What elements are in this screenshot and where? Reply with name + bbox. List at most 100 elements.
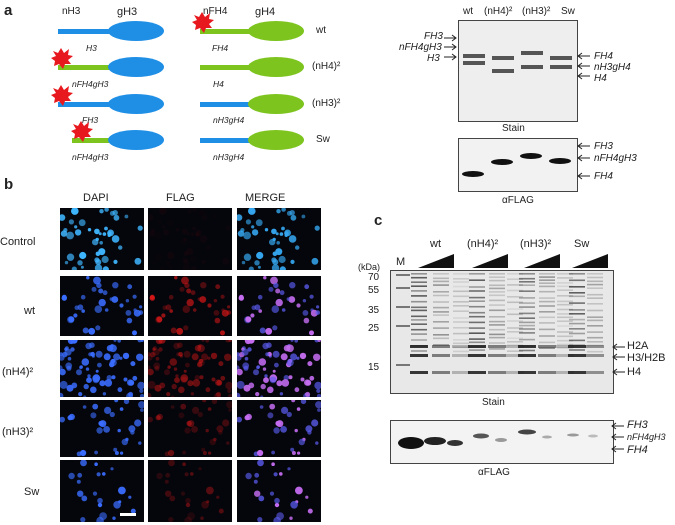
nucleus: [180, 376, 188, 384]
nucleus: [256, 251, 264, 260]
nucleus: [281, 208, 286, 212]
nucleus: [187, 241, 191, 245]
nucleus: [218, 361, 224, 367]
band: [469, 296, 485, 299]
nucleus: [300, 400, 307, 405]
condition-label: Sw: [316, 134, 330, 145]
nucleus: [153, 346, 157, 351]
nucleus: [154, 365, 160, 371]
wedge-icon: [472, 254, 508, 268]
nucleus: [199, 235, 208, 243]
nucleus: [109, 344, 117, 353]
band: [507, 278, 523, 280]
panel-letter-a: a: [4, 2, 13, 19]
nucleus: [284, 233, 288, 237]
band: [519, 277, 535, 280]
nucleus: [97, 362, 102, 368]
nucleus: [183, 251, 189, 257]
nucleus: [316, 305, 320, 309]
band: [549, 158, 571, 164]
nucleus: [297, 451, 301, 455]
nucleus: [82, 405, 87, 409]
nucleus: [273, 427, 280, 434]
histone-band: [432, 354, 450, 357]
nucleus: [140, 408, 144, 412]
nucleus: [180, 491, 186, 496]
label-nFH4: nFH4: [203, 6, 228, 17]
nucleus: [165, 490, 172, 497]
band: [453, 339, 469, 341]
nucleus: [182, 462, 186, 466]
nucleus: [134, 257, 142, 265]
nucleus: [151, 228, 155, 232]
construct-diagram: [51, 12, 304, 150]
nucleus: [67, 356, 72, 361]
nucleus: [286, 210, 292, 216]
band: [463, 61, 485, 65]
nucleus: [281, 308, 286, 312]
nucleus: [187, 209, 191, 213]
gel-a-stain-bands: [463, 51, 572, 73]
nucleus: [238, 294, 244, 300]
band: [557, 313, 573, 315]
band: [492, 56, 514, 60]
nucleus: [289, 516, 293, 520]
band: [433, 291, 449, 293]
histone-band: [518, 371, 536, 374]
band: [489, 304, 505, 306]
nucleus: [290, 447, 295, 452]
n-tail-green: [72, 138, 112, 143]
band: [507, 350, 523, 352]
gel-c-stain-caption: Stain: [482, 397, 505, 408]
n-tail-blue: [58, 102, 110, 107]
nucleus: [190, 392, 195, 396]
gel-a-left-label: FH3: [424, 31, 443, 42]
nucleus: [300, 377, 305, 382]
nucleus: [98, 420, 104, 427]
nucleus: [305, 391, 311, 397]
nucleus: [63, 228, 68, 233]
band: [519, 273, 535, 275]
nucleus: [185, 497, 191, 504]
nucleus: [309, 375, 315, 381]
band: [489, 324, 505, 326]
nucleus: [173, 367, 178, 371]
nucleus: [207, 356, 211, 360]
band: [433, 284, 449, 286]
nucleus: [92, 238, 99, 246]
nucleus: [167, 219, 174, 226]
band: [587, 287, 603, 289]
arrow-icon: [577, 52, 590, 60]
nucleus: [283, 375, 289, 381]
nucleus: [240, 228, 245, 233]
n-tail-green: [200, 65, 250, 70]
band: [587, 319, 603, 322]
nucleus: [113, 353, 121, 361]
nucleus: [302, 310, 309, 316]
nucleus: [155, 356, 160, 361]
nucleus: [304, 379, 311, 386]
nucleus: [201, 259, 206, 264]
nucleus: [208, 451, 212, 455]
nucleus: [152, 347, 156, 351]
nucleus: [178, 412, 185, 419]
gel-a-stain-caption: Stain: [502, 123, 525, 134]
nucleus: [60, 368, 66, 376]
nucleus: [167, 365, 171, 369]
nucleus: [197, 361, 203, 368]
nucleus: [184, 282, 190, 289]
nucleus: [243, 231, 251, 240]
nucleus: [122, 352, 130, 360]
band: [469, 273, 485, 275]
band: [587, 297, 603, 299]
nucleus: [296, 356, 300, 360]
band: [519, 281, 535, 283]
nucleus: [182, 305, 191, 313]
nucleus: [271, 264, 280, 270]
nucleus: [178, 351, 183, 357]
nucleus: [70, 347, 75, 352]
nucleus: [171, 383, 177, 390]
nucleus: [304, 284, 310, 290]
nucleus: [60, 214, 66, 221]
gel-c-right-arrows: [612, 343, 625, 376]
